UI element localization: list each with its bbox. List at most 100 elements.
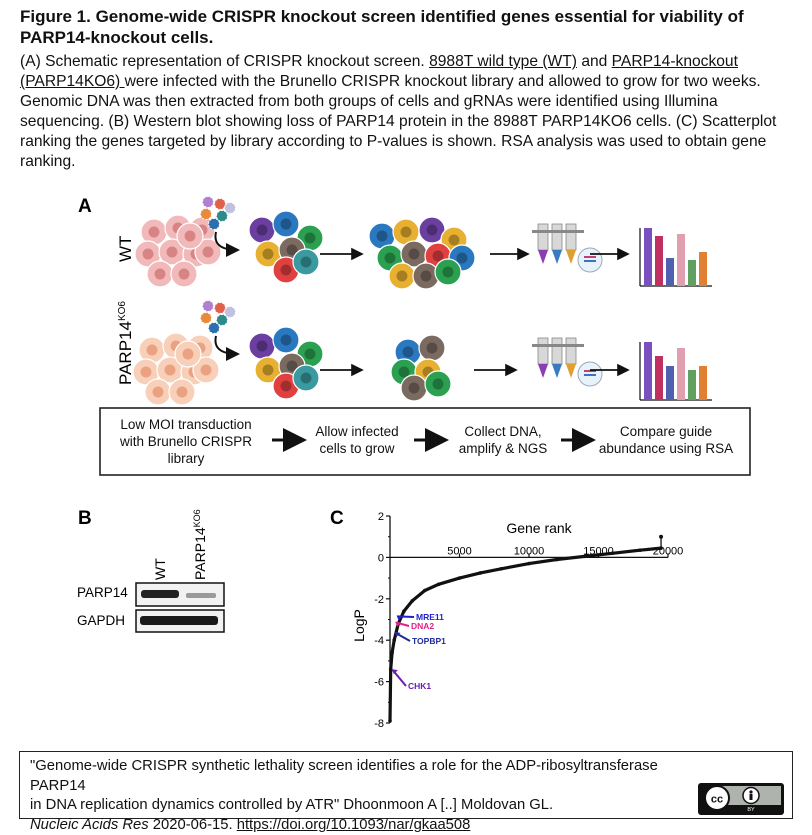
svg-text:cc: cc	[711, 794, 723, 806]
y-tick-label: 2	[378, 511, 384, 523]
figure-canvas: A WT PARP14KO6 Low MOI transduction with…	[0, 0, 812, 750]
x-axis-title: Gene rank	[506, 520, 572, 536]
colored-cell-cluster	[369, 217, 475, 289]
colored-cell-cluster	[249, 211, 323, 283]
data-point	[390, 651, 394, 655]
data-point	[638, 548, 642, 552]
cell-nucleus	[183, 349, 194, 360]
virus-library-icon	[201, 301, 236, 334]
svg-text:Collect DNA,: Collect DNA,	[464, 424, 541, 439]
cell-nucleus	[201, 365, 212, 376]
data-point	[611, 551, 615, 555]
svg-text:Compare guide: Compare guide	[620, 424, 712, 439]
data-point	[499, 567, 503, 571]
colored-cell-cluster	[391, 335, 451, 401]
lane-label-wt: WT	[152, 558, 168, 580]
panel-a-label: A	[78, 196, 92, 217]
cell-nucleus	[409, 249, 420, 260]
panel-b-label: B	[78, 508, 92, 529]
cell-nucleus	[409, 383, 420, 394]
cell-nucleus	[143, 249, 154, 260]
cell-nucleus	[427, 343, 438, 354]
cell-nucleus	[177, 387, 188, 398]
cell-nucleus	[443, 267, 454, 278]
ngs-tubes-icon	[532, 224, 602, 272]
cell-nucleus	[377, 231, 388, 242]
cell-nucleus	[147, 345, 158, 356]
data-point	[410, 599, 414, 603]
row-label-ko: PARP14KO6	[116, 301, 135, 385]
cell-nucleus	[305, 233, 316, 244]
abundance-bar-chart-icon	[640, 342, 712, 400]
cell-nucleus	[281, 265, 292, 276]
cell-nucleus	[433, 251, 444, 262]
cell-nucleus	[185, 231, 196, 242]
data-point	[392, 638, 396, 642]
citation-line: in DNA replication dynamics controlled b…	[30, 796, 680, 816]
blot-band	[140, 616, 218, 625]
cell-nucleus	[397, 271, 408, 282]
row-label-wt: WT	[116, 236, 135, 262]
data-point	[423, 589, 427, 593]
data-point	[458, 576, 462, 580]
y-tick-label: -8	[374, 718, 384, 730]
cell-nucleus	[399, 367, 410, 378]
ngs-tubes-icon	[532, 338, 602, 386]
data-point	[402, 609, 406, 613]
cell-nucleus	[167, 247, 178, 258]
blot-band	[141, 590, 179, 598]
cell-nucleus	[149, 227, 160, 238]
cell-nucleus	[263, 365, 274, 376]
y-tick-label: 0	[378, 552, 384, 564]
gene-annotation-label: TOPBP1	[412, 636, 446, 646]
cell-nucleus	[457, 253, 468, 264]
data-point	[527, 562, 531, 566]
cell-nucleus	[427, 225, 438, 236]
license-label: BY	[747, 807, 755, 813]
gene-annotation-label: CHK1	[408, 681, 431, 691]
svg-text:Low MOI transduction: Low MOI transduction	[120, 417, 251, 432]
ranked-gene-curve	[390, 548, 661, 721]
publication-date: 2020-06-15.	[149, 817, 237, 833]
curved-arrow	[215, 336, 238, 354]
svg-text:library: library	[168, 451, 205, 466]
cell-nucleus	[403, 347, 414, 358]
doi-link[interactable]: https://doi.org/10.1093/nar/gkaa508	[237, 817, 471, 833]
citation-line: Nucleic Acids Res 2020-06-15. https://do…	[30, 816, 680, 835]
lane-label-ko: PARP14KO6	[192, 509, 208, 580]
cell-nucleus	[281, 219, 292, 230]
cell-nucleus	[433, 379, 444, 390]
journal-name: Nucleic Acids Res	[30, 817, 149, 833]
abundance-bar-chart-icon	[640, 228, 712, 286]
cell-nucleus	[155, 269, 166, 280]
cell-nucleus	[179, 269, 190, 280]
citation-text: "Genome-wide CRISPR synthetic lethality …	[30, 757, 680, 835]
y-tick-label: -6	[374, 677, 384, 689]
data-point	[437, 583, 441, 587]
cell-nucleus	[257, 341, 268, 352]
svg-text:amplify & NGS: amplify & NGS	[459, 441, 548, 456]
blot-row-label-gapdh: GAPDH	[77, 613, 125, 628]
cell-nucleus	[305, 349, 316, 360]
svg-text:abundance using RSA: abundance using RSA	[599, 441, 733, 456]
cell-nucleus	[153, 387, 164, 398]
data-point	[555, 558, 559, 562]
cell-nucleus	[257, 225, 268, 236]
cell-nucleus	[401, 227, 412, 238]
schematic-cells	[133, 197, 712, 406]
blot-band-faint	[186, 593, 216, 598]
flow-step-1: Low MOI transduction with Brunello CRISP…	[119, 417, 252, 466]
y-tick-label: -4	[374, 635, 384, 647]
svg-text:with Brunello CRISPR: with Brunello CRISPR	[119, 434, 252, 449]
flow-step-3: Collect DNA, amplify & NGS	[459, 424, 548, 456]
cell-nucleus	[281, 335, 292, 346]
cell-nucleus	[165, 365, 176, 376]
cell-nucleus	[421, 271, 432, 282]
citation-box: "Genome-wide CRISPR synthetic lethality …	[19, 751, 793, 819]
svg-text:cells to grow: cells to grow	[319, 441, 394, 456]
cell-nucleus	[203, 247, 214, 258]
colored-cell-cluster	[249, 327, 323, 399]
x-tick-label: 10000	[514, 545, 545, 557]
cc-by-license-icon[interactable]: cc BY	[698, 783, 784, 815]
